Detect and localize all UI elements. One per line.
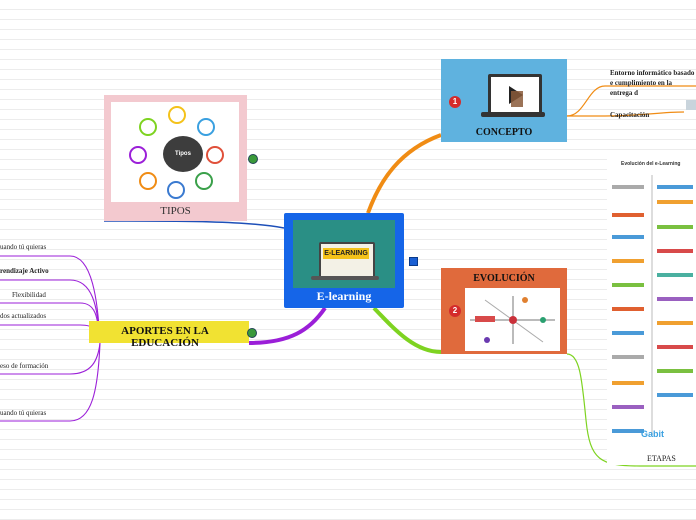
aportes-child[interactable]: uando tú quieras <box>0 243 47 251</box>
tipos-title: TIPOS <box>160 205 191 217</box>
etapas-label: ETAPAS <box>647 454 676 463</box>
timeline-axis <box>651 175 653 435</box>
link-globe-icon[interactable] <box>248 154 258 164</box>
infographic-logo: Gabit <box>641 429 665 439</box>
central-node[interactable]: E-LEARNING E-learning <box>284 213 404 308</box>
note-icon[interactable] <box>409 257 418 266</box>
concepto-child-entorno[interactable]: Entorno informático basado e cumplimient… <box>610 69 695 97</box>
timeline-row <box>612 405 644 409</box>
satellite-blogs <box>168 106 186 124</box>
timeline-row <box>612 283 644 287</box>
link-globe-icon[interactable] <box>247 328 257 338</box>
laptop-base <box>481 112 545 117</box>
aportes-child[interactable]: uando tú quieras <box>0 409 47 417</box>
links-aportes-children <box>0 255 101 422</box>
evolucion-title: EVOLUCIÓN <box>473 273 535 284</box>
link-evolucion-etapas <box>566 353 696 467</box>
capacitacion-thumbnail <box>686 100 696 110</box>
satellite-chat <box>167 181 185 199</box>
concepto-child-capacitacion[interactable]: Capacitación <box>610 111 650 119</box>
tipos-image: Tipos <box>111 102 239 202</box>
tipos-hub: Tipos <box>163 136 203 172</box>
timeline-row <box>657 369 693 373</box>
timeline-row <box>612 213 644 217</box>
aportes-title: APORTES EN LA EDUCACIÓN <box>121 325 209 349</box>
topic-concepto[interactable]: CONCEPTO <box>441 59 567 142</box>
link-concepto <box>366 133 442 214</box>
evolucion-image <box>465 288 560 351</box>
link-aportes <box>248 306 327 345</box>
topic-evolucion[interactable]: EVOLUCIÓN <box>441 268 567 354</box>
timeline-row <box>612 381 644 385</box>
timeline-row <box>657 249 693 253</box>
aportes-child[interactable]: dos actualizados <box>0 312 47 320</box>
link-evolucion <box>372 306 442 354</box>
timeline-row <box>612 331 644 335</box>
timeline-row <box>657 185 693 189</box>
link-concepto-entorno <box>566 85 696 117</box>
timeline-row <box>657 200 693 204</box>
aportes-child[interactable]: Flexibilidad <box>12 291 46 299</box>
timeline-row <box>657 273 693 277</box>
satellite-extra-1 <box>129 146 147 164</box>
satellite-wikis <box>197 118 215 136</box>
timeline-row <box>612 429 644 433</box>
timeline-row <box>612 259 644 263</box>
timeline-row <box>612 307 644 311</box>
timeline-row <box>612 355 644 359</box>
link-concepto-capacitacion <box>567 111 685 117</box>
concepto-number-badge: 1 <box>449 96 461 108</box>
satellite-mail <box>195 172 213 190</box>
infographic-title: Evolución del e-Learning <box>621 161 681 167</box>
central-title: E-learning <box>316 289 372 303</box>
aportes-child[interactable]: eso de formación <box>0 362 49 370</box>
central-image-banner: E-LEARNING <box>323 248 369 259</box>
timeline-row <box>657 393 693 397</box>
satellite-video <box>139 172 157 190</box>
topic-tipos[interactable]: Tipos TIPOS <box>104 95 247 221</box>
timeline-row <box>657 321 693 325</box>
laptop-base <box>311 276 379 280</box>
timeline-row <box>657 297 693 301</box>
central-image: E-LEARNING <box>293 220 395 288</box>
play-icon <box>491 77 539 113</box>
satellite-extra-2 <box>139 118 157 136</box>
concepto-title: CONCEPTO <box>475 127 533 138</box>
link-tipos <box>103 220 285 229</box>
timeline-row <box>657 225 693 229</box>
topic-aportes[interactable]: APORTES EN LA EDUCACIÓN <box>89 321 249 349</box>
timeline-row <box>612 235 644 239</box>
video-screen-illustration <box>488 74 542 116</box>
timeline-row <box>612 185 644 189</box>
evolucion-diagram <box>470 296 555 344</box>
etapas-infographic[interactable]: Evolución del e-Learning Gabit ETAPAS <box>607 155 696 465</box>
aportes-child[interactable]: rendizaje Activo <box>0 267 49 275</box>
satellite-foros <box>206 146 224 164</box>
timeline-row <box>657 345 693 349</box>
evolucion-number-badge: 2 <box>449 305 461 317</box>
